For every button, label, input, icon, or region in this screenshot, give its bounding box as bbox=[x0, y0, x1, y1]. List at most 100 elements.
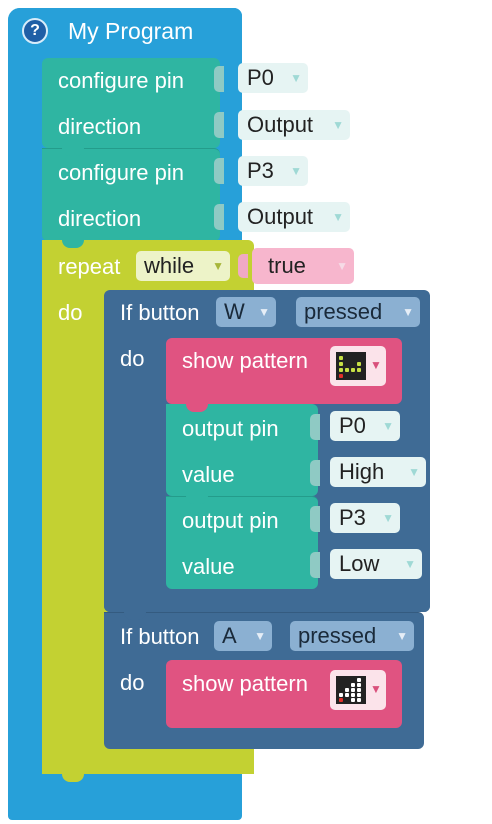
condition-socket bbox=[238, 254, 248, 278]
pattern-picker[interactable]: ▼ bbox=[330, 346, 386, 386]
condition-value: true bbox=[268, 253, 306, 278]
pin-value: P0 bbox=[247, 65, 274, 90]
value-label: value bbox=[182, 462, 235, 487]
pattern-pixel bbox=[357, 362, 361, 366]
pattern-pixel bbox=[339, 356, 343, 360]
value-dropdown[interactable]: Low ▼ bbox=[330, 549, 422, 579]
block-notch bbox=[62, 148, 84, 156]
pin-socket bbox=[214, 158, 224, 184]
pattern-pixel bbox=[339, 374, 343, 378]
block-notch bbox=[62, 774, 84, 782]
pattern-pixel bbox=[357, 678, 361, 682]
pattern-pixel bbox=[357, 688, 361, 692]
if-do-label: do bbox=[120, 346, 145, 371]
chevron-down-icon: ▼ bbox=[336, 259, 348, 273]
chevron-down-icon: ▼ bbox=[254, 629, 266, 643]
output-pin-label: output pin bbox=[182, 416, 279, 441]
value-socket bbox=[310, 460, 320, 486]
pattern-pixel bbox=[357, 368, 361, 372]
if-button-label: If button bbox=[120, 300, 200, 325]
pin-socket bbox=[310, 414, 320, 440]
pattern-preview-icon bbox=[336, 352, 366, 380]
pin-value: P3 bbox=[247, 158, 274, 183]
chevron-down-icon: ▼ bbox=[382, 511, 394, 525]
value-label: value bbox=[182, 554, 235, 579]
loop-do-label: do bbox=[58, 300, 83, 325]
chevron-down-icon: ▼ bbox=[370, 358, 382, 372]
pin-value: P3 bbox=[339, 505, 366, 530]
pattern-pixel bbox=[345, 368, 349, 372]
chevron-down-icon: ▼ bbox=[370, 682, 382, 696]
block-notch bbox=[124, 612, 146, 620]
value-value: Low bbox=[339, 551, 380, 576]
pin-value: P0 bbox=[339, 413, 366, 438]
output-pin-block-2[interactable] bbox=[166, 496, 318, 589]
value-value: High bbox=[339, 459, 385, 484]
pattern-pixel bbox=[351, 693, 355, 697]
button-dropdown[interactable]: A ▼ bbox=[214, 621, 272, 651]
direction-dropdown[interactable]: Output ▼ bbox=[238, 202, 350, 232]
loop-bottom-arm bbox=[42, 752, 254, 774]
pattern-pixel bbox=[357, 683, 361, 687]
chevron-down-icon: ▼ bbox=[404, 557, 416, 571]
pattern-preview-icon bbox=[336, 676, 366, 704]
button-dropdown[interactable]: W ▼ bbox=[216, 297, 276, 327]
if-do-label: do bbox=[120, 670, 145, 695]
direction-label: direction bbox=[58, 206, 142, 231]
pattern-pixel bbox=[345, 693, 349, 697]
loop-mode-value: while bbox=[144, 253, 195, 278]
state-dropdown[interactable]: pressed ▼ bbox=[290, 621, 414, 651]
pattern-pixel bbox=[345, 688, 349, 692]
condition-block[interactable]: true ▼ bbox=[252, 248, 354, 284]
output-pin-block-1[interactable] bbox=[166, 404, 318, 496]
direction-dropdown[interactable]: Output ▼ bbox=[238, 110, 350, 140]
pattern-pixel bbox=[351, 698, 355, 702]
state-dropdown[interactable]: pressed ▼ bbox=[296, 297, 420, 327]
show-pattern-label: show pattern bbox=[182, 671, 308, 696]
pin-dropdown[interactable]: P3 ▼ bbox=[238, 156, 308, 186]
chevron-down-icon: ▼ bbox=[402, 305, 414, 319]
block-notch bbox=[186, 496, 208, 504]
pin-dropdown[interactable]: P3 ▼ bbox=[330, 503, 400, 533]
configure-pin-block-1[interactable] bbox=[42, 58, 220, 148]
if-button-label: If button bbox=[120, 624, 200, 649]
chevron-down-icon: ▼ bbox=[332, 118, 344, 132]
chevron-down-icon: ▼ bbox=[332, 210, 344, 224]
pattern-pixel bbox=[351, 688, 355, 692]
configure-pin-label: configure pin bbox=[58, 68, 184, 93]
show-pattern-label: show pattern bbox=[182, 348, 308, 373]
repeat-label: repeat bbox=[58, 254, 121, 279]
chevron-down-icon: ▼ bbox=[290, 164, 302, 178]
direction-socket bbox=[214, 112, 224, 138]
chevron-down-icon: ▼ bbox=[382, 419, 394, 433]
direction-value: Output bbox=[247, 112, 314, 137]
pattern-pixel bbox=[357, 698, 361, 702]
button-value: W bbox=[224, 299, 245, 324]
output-pin-label: output pin bbox=[182, 508, 279, 533]
button-value: A bbox=[222, 623, 237, 648]
pin-dropdown[interactable]: P0 ▼ bbox=[238, 63, 308, 93]
pattern-pixel bbox=[351, 683, 355, 687]
configure-pin-block-2[interactable] bbox=[42, 148, 220, 241]
direction-socket bbox=[214, 204, 224, 230]
question-circle-icon[interactable]: ? bbox=[22, 18, 48, 44]
configure-pin-label: configure pin bbox=[58, 160, 184, 185]
pin-dropdown[interactable]: P0 ▼ bbox=[330, 411, 400, 441]
chevron-down-icon: ▼ bbox=[212, 259, 224, 273]
direction-label: direction bbox=[58, 114, 142, 139]
value-socket bbox=[310, 552, 320, 578]
chevron-down-icon: ▼ bbox=[396, 629, 408, 643]
state-value: pressed bbox=[304, 299, 383, 324]
value-dropdown[interactable]: High ▼ bbox=[330, 457, 426, 487]
pattern-picker[interactable]: ▼ bbox=[330, 670, 386, 710]
pattern-pixel bbox=[351, 368, 355, 372]
pattern-pixel bbox=[339, 693, 343, 697]
state-value: pressed bbox=[298, 623, 377, 648]
if-bottom-arm bbox=[104, 594, 430, 612]
chevron-down-icon: ▼ bbox=[290, 71, 302, 85]
chevron-down-icon: ▼ bbox=[408, 465, 420, 479]
pattern-pixel bbox=[339, 368, 343, 372]
pin-socket bbox=[214, 66, 224, 92]
loop-mode-dropdown[interactable]: while ▼ bbox=[136, 251, 230, 281]
pattern-pixel bbox=[339, 698, 343, 702]
